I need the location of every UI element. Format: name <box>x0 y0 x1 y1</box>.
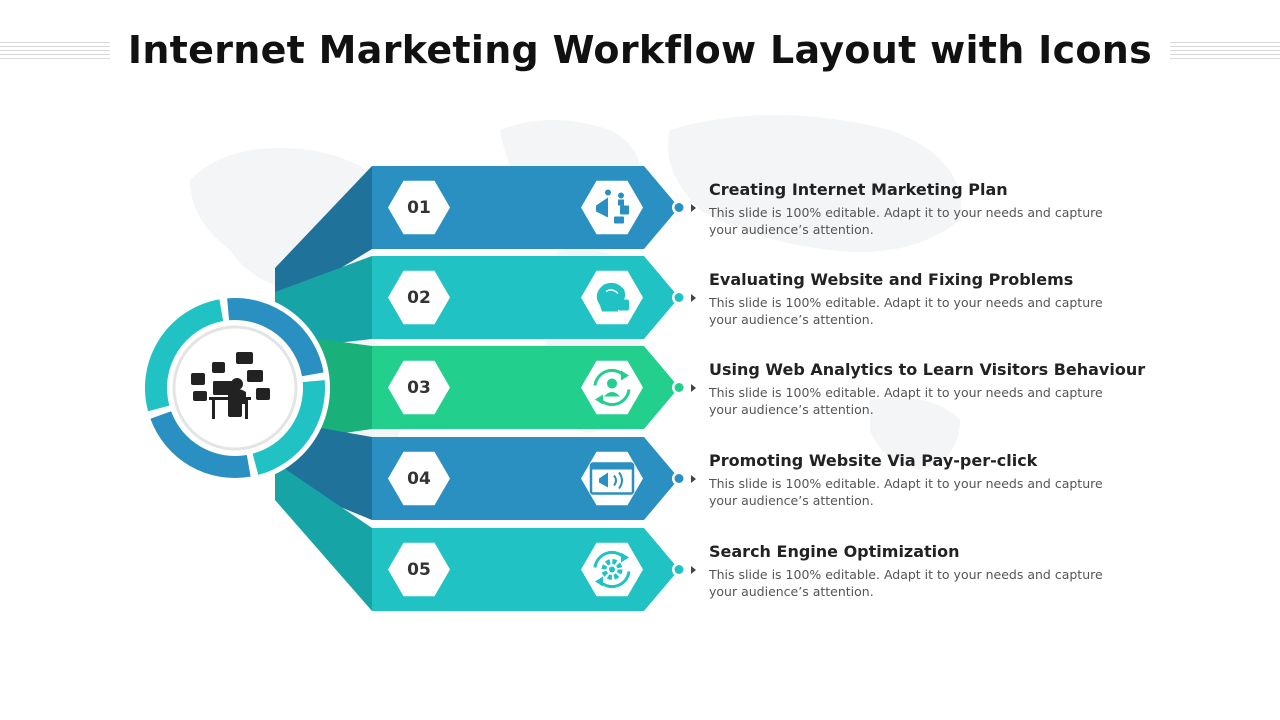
step-number-hexagon-01 <box>388 180 450 235</box>
ring-segment-2 <box>252 380 325 475</box>
step-title: Promoting Website Via Pay-per-click <box>709 451 1038 470</box>
ring-segment-1 <box>227 297 324 377</box>
step-text-block: Using Web Analytics to Learn Visitors Be… <box>709 360 1146 418</box>
brain-puzzle-icon <box>596 282 629 312</box>
page-title: Internet Marketing Workflow Layout with … <box>127 28 1153 72</box>
step-icon-hexagon-01 <box>581 180 643 235</box>
step-number: 03 <box>407 377 431 398</box>
step-description: This slide is 100% editable. Adapt it to… <box>709 295 1103 327</box>
pointer-arrow-icon <box>691 383 696 392</box>
marketing-megaphone-icon <box>596 189 629 224</box>
step-number-hexagon-02 <box>388 270 450 325</box>
pointer-arrow-icon <box>691 203 696 212</box>
title-decoration-left <box>0 40 110 60</box>
pointer-arrow-icon <box>691 474 696 483</box>
step-description: This slide is 100% editable. Adapt it to… <box>709 205 1103 237</box>
title-decoration-right <box>1170 40 1280 60</box>
step-description: This slide is 100% editable. Adapt it to… <box>709 476 1103 508</box>
step-dot-04 <box>674 474 684 483</box>
step-title: Evaluating Website and Fixing Problems <box>709 270 1074 289</box>
step-number-hexagon-03 <box>388 360 450 415</box>
step-dot-02 <box>674 293 684 302</box>
step-title: Search Engine Optimization <box>709 542 960 561</box>
step-dot-03 <box>674 383 684 392</box>
user-cycle-icon <box>593 368 631 407</box>
pointer-arrow-icon <box>691 565 696 574</box>
step-number: 01 <box>407 197 431 218</box>
step-number: 02 <box>407 287 431 308</box>
step-title: Creating Internet Marketing Plan <box>709 180 1008 199</box>
step-description: This slide is 100% editable. Adapt it to… <box>709 385 1103 417</box>
step-number-hexagon-05 <box>388 542 450 597</box>
step-number: 05 <box>407 559 431 580</box>
step-description: This slide is 100% editable. Adapt it to… <box>709 567 1103 599</box>
gear-cycle-icon <box>593 550 631 589</box>
step-number-hexagon-04 <box>388 451 450 506</box>
pointer-arrow-icon <box>691 293 696 302</box>
ring-segment-3 <box>150 411 251 478</box>
step-title: Using Web Analytics to Learn Visitors Be… <box>709 360 1146 379</box>
connector-band-01 <box>275 166 372 308</box>
step-number: 04 <box>407 468 431 489</box>
ring-segment-4 <box>145 299 224 412</box>
step-dot-05 <box>674 565 684 574</box>
browser-megaphone-icon <box>589 462 635 495</box>
person-at-computer-icon <box>191 352 270 419</box>
step-dot-01 <box>674 203 684 212</box>
connector-band-05 <box>275 462 372 611</box>
